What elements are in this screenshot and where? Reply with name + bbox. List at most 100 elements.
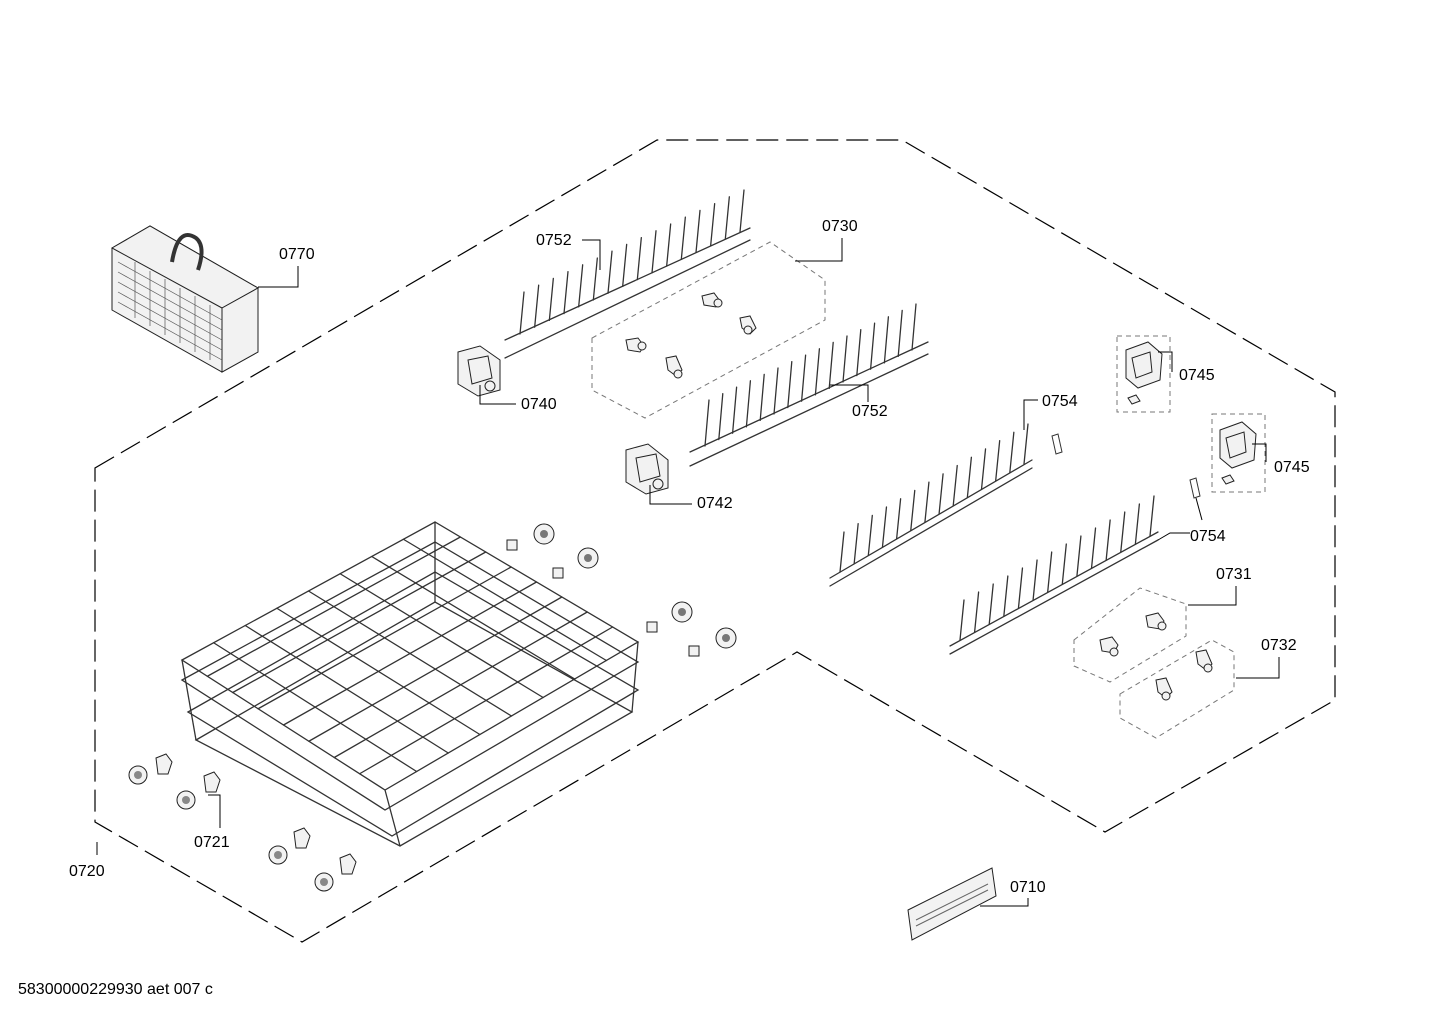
tine: [636, 236, 642, 281]
cutlery-basket[interactable]: [110, 225, 260, 373]
tine: [1120, 511, 1126, 553]
part-label-0740: 0740: [521, 396, 557, 413]
document-identifier: 58300000229930 aet 007 c: [18, 981, 213, 998]
wheel-hub: [722, 634, 730, 642]
rack-holder-0740[interactable]: [457, 345, 501, 397]
kit-outline-0731: [1073, 587, 1187, 683]
part-label-0752-middle: 0752: [852, 403, 888, 420]
basket-wire: [282, 581, 538, 726]
leader-0745-a: [1158, 351, 1173, 372]
tine: [718, 392, 724, 441]
wheel-axle-clip: [506, 539, 518, 551]
leader-0752-middle: [830, 384, 869, 402]
kit-outline-0730: [591, 241, 826, 419]
tine: [731, 386, 738, 434]
tine: [1023, 423, 1029, 465]
tine: [622, 243, 628, 288]
trim-strip-0710[interactable]: [907, 867, 997, 941]
wheel-hub: [584, 554, 592, 562]
tine: [695, 209, 701, 254]
tine: [924, 481, 930, 523]
tine: [1003, 575, 1009, 617]
tine: [869, 322, 876, 370]
tine: [895, 498, 902, 540]
leader-0754-lower: [1157, 532, 1190, 541]
tine: [1076, 535, 1082, 577]
tine: [563, 270, 569, 315]
tine: [548, 277, 554, 322]
wheel-hub: [540, 530, 548, 538]
leader-0730: [795, 238, 843, 262]
tine: [578, 264, 584, 308]
tine: [666, 223, 672, 267]
part-label-0745-a: 0745: [1179, 367, 1215, 384]
kit-outline-0745-a: [1116, 335, 1171, 413]
tine: [910, 489, 916, 532]
part-label-0742: 0742: [697, 495, 733, 512]
hinge-clip-set-0730[interactable]: [625, 292, 757, 379]
tine-row-middle[interactable]: [689, 303, 929, 467]
tine: [1017, 567, 1024, 609]
part-label-0754-upper: 0754: [1042, 393, 1078, 410]
basket-wheels[interactable]: [506, 523, 737, 657]
part-label-0770: 0770: [279, 246, 315, 263]
wheel-axle-clip: [646, 621, 658, 633]
tine: [800, 354, 807, 402]
clip-set-0732[interactable]: [1155, 649, 1213, 701]
assembly-boundary-outline: [94, 139, 1336, 943]
tine: [1090, 527, 1097, 569]
wheel-axle-clip: [552, 567, 564, 579]
rack-holder-0742[interactable]: [625, 443, 669, 495]
part-label-0720: 0720: [69, 863, 105, 880]
lower-basket[interactable]: [180, 521, 640, 847]
basket-wire: [358, 626, 614, 775]
leader-0754-lower-b: [1195, 497, 1203, 521]
tine: [710, 202, 716, 247]
tine: [534, 284, 540, 328]
tine: [1105, 519, 1111, 561]
tine: [995, 439, 1001, 482]
tine: [988, 583, 994, 625]
tine: [814, 348, 821, 396]
tine: [883, 316, 890, 364]
rack-holder-0745-a[interactable]: [1125, 341, 1163, 405]
tine: [787, 360, 793, 409]
part-label-0754-lower: 0754: [1190, 528, 1226, 545]
tine: [867, 514, 873, 557]
leader-0731: [1188, 586, 1237, 606]
tine: [724, 196, 730, 240]
basket-wire: [308, 596, 563, 742]
tine-row-right-upper[interactable]: [829, 423, 1063, 587]
basket-wire: [333, 611, 588, 759]
leader-0721: [208, 794, 221, 828]
basket-wire: [371, 555, 576, 680]
wheel-set-0721[interactable]: [128, 753, 357, 892]
rack-holder-0745-b[interactable]: [1219, 421, 1257, 485]
tine: [980, 448, 987, 490]
leader-0742: [649, 485, 692, 505]
tine: [704, 399, 710, 447]
tine: [680, 216, 686, 260]
tine: [856, 328, 862, 377]
wheel-hub: [678, 608, 686, 616]
clip-set-0731[interactable]: [1099, 612, 1167, 657]
tine: [938, 473, 944, 515]
tine-row-right-lower[interactable]: [949, 477, 1201, 655]
leader-0710: [980, 898, 1029, 907]
tine: [1061, 543, 1067, 585]
leader-0754-upper: [1023, 399, 1038, 430]
kit-outline-0745-b: [1211, 413, 1266, 493]
part-label-0752-upper: 0752: [536, 232, 572, 249]
tine: [966, 456, 973, 498]
tine: [911, 303, 917, 351]
tine-row-upper-left[interactable]: [504, 189, 751, 359]
tine: [1149, 495, 1155, 537]
basket-wire: [402, 538, 608, 662]
tine: [1134, 503, 1141, 545]
part-label-0731: 0731: [1216, 566, 1252, 583]
kit-outline-0732: [1119, 639, 1235, 739]
tine: [959, 599, 965, 641]
part-label-0732: 0732: [1261, 637, 1297, 654]
tine: [1047, 551, 1053, 593]
part-label-0721: 0721: [194, 834, 230, 851]
